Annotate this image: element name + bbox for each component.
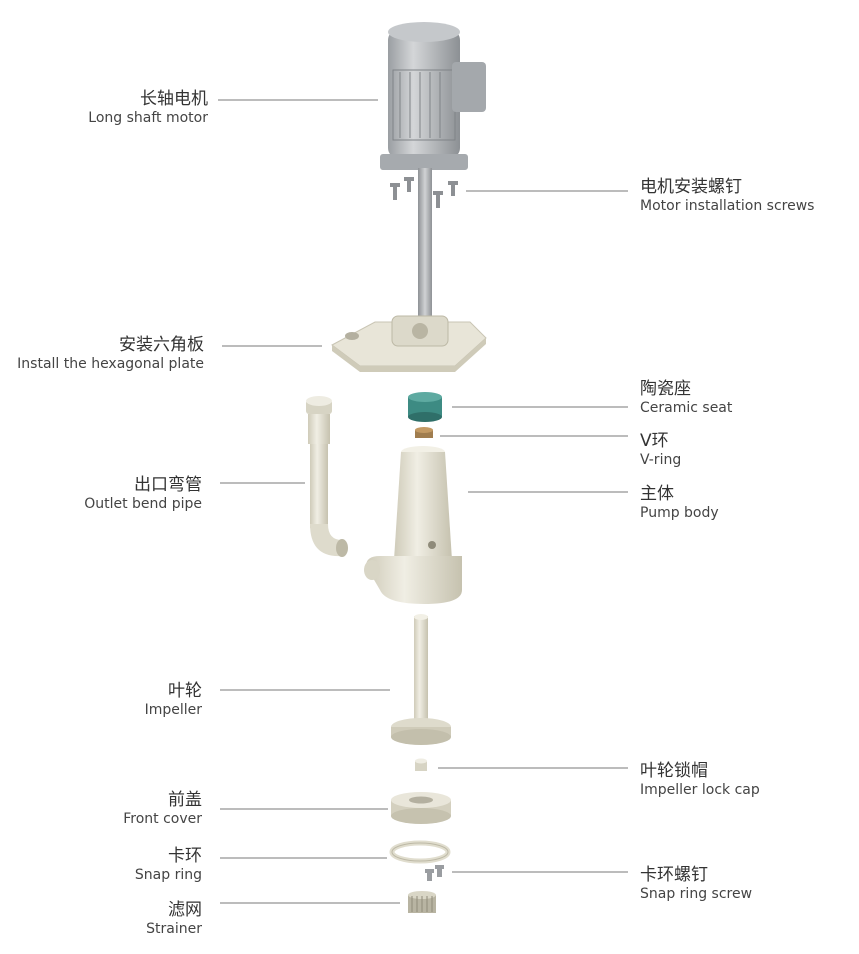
callout-zh: 叶轮 [168, 681, 202, 701]
callout-zh: 叶轮锁帽 [640, 761, 708, 781]
callout-zh: 安装六角板 [119, 335, 204, 355]
callout-en: Outlet bend pipe [84, 495, 202, 512]
ceramic-seat-part [408, 392, 442, 422]
snap-ring-screw-part [425, 865, 444, 881]
callout-impeller: 叶轮 Impeller [144, 681, 202, 718]
callout-ceramic-seat: 陶瓷座 Ceramic seat [640, 379, 733, 416]
callout-en: Front cover [123, 810, 202, 827]
callout-zh: 卡环螺钉 [640, 865, 708, 885]
motor-screws-part [390, 177, 458, 208]
callout-zh: 电机安装螺钉 [640, 177, 742, 197]
callout-impeller-lock-cap: 叶轮锁帽 Impeller lock cap [640, 761, 760, 798]
callout-zh: V环 [640, 431, 669, 451]
pump-body-part [364, 446, 462, 604]
callout-zh: 长轴电机 [140, 89, 208, 109]
callout-en: Impeller lock cap [640, 781, 760, 798]
callout-en: Pump body [640, 504, 719, 521]
callout-zh: 卡环 [168, 846, 202, 866]
callout-en: V-ring [640, 451, 682, 468]
callout-zh: 陶瓷座 [640, 379, 691, 399]
callout-motor-screws: 电机安装螺钉 Motor installation screws [640, 177, 815, 214]
callout-en: Impeller [144, 701, 202, 718]
callout-zh: 滤网 [168, 900, 202, 920]
callout-snap-ring-screw: 卡环螺钉 Snap ring screw [640, 865, 753, 902]
outlet-bend-pipe-part [306, 396, 348, 557]
callout-en: Install the hexagonal plate [17, 355, 204, 372]
callout-v-ring: V环 V-ring [640, 431, 682, 468]
impeller-lock-cap-part [415, 758, 427, 771]
callout-zh: 主体 [640, 484, 674, 504]
callout-en: Motor installation screws [640, 197, 815, 214]
snap-ring-part [389, 840, 451, 864]
leader-lines [218, 99, 628, 904]
callout-en: Long shaft motor [88, 109, 208, 126]
callout-strainer: 滤网 Strainer [146, 900, 202, 937]
callout-zh: 前盖 [168, 790, 202, 810]
callout-zh: 出口弯管 [134, 475, 202, 495]
hexagonal-plate-part [331, 315, 487, 372]
front-cover-part [391, 792, 451, 824]
callout-outlet-bend-pipe: 出口弯管 Outlet bend pipe [84, 475, 202, 512]
callout-hex-plate: 安装六角板 Install the hexagonal plate [17, 335, 204, 372]
callout-en: Ceramic seat [640, 399, 733, 416]
impeller-part [391, 614, 451, 745]
callout-snap-ring: 卡环 Snap ring [134, 846, 202, 883]
callout-pump-body: 主体 Pump body [640, 484, 719, 521]
strainer-part [408, 891, 436, 913]
long-shaft-motor-part [380, 22, 486, 318]
callout-long-shaft-motor: 长轴电机 Long shaft motor [88, 89, 208, 126]
callout-en: Strainer [146, 920, 202, 937]
callout-en: Snap ring screw [640, 885, 753, 902]
callout-en: Snap ring [134, 866, 202, 883]
callout-front-cover: 前盖 Front cover [123, 790, 202, 827]
v-ring-part [415, 427, 433, 438]
